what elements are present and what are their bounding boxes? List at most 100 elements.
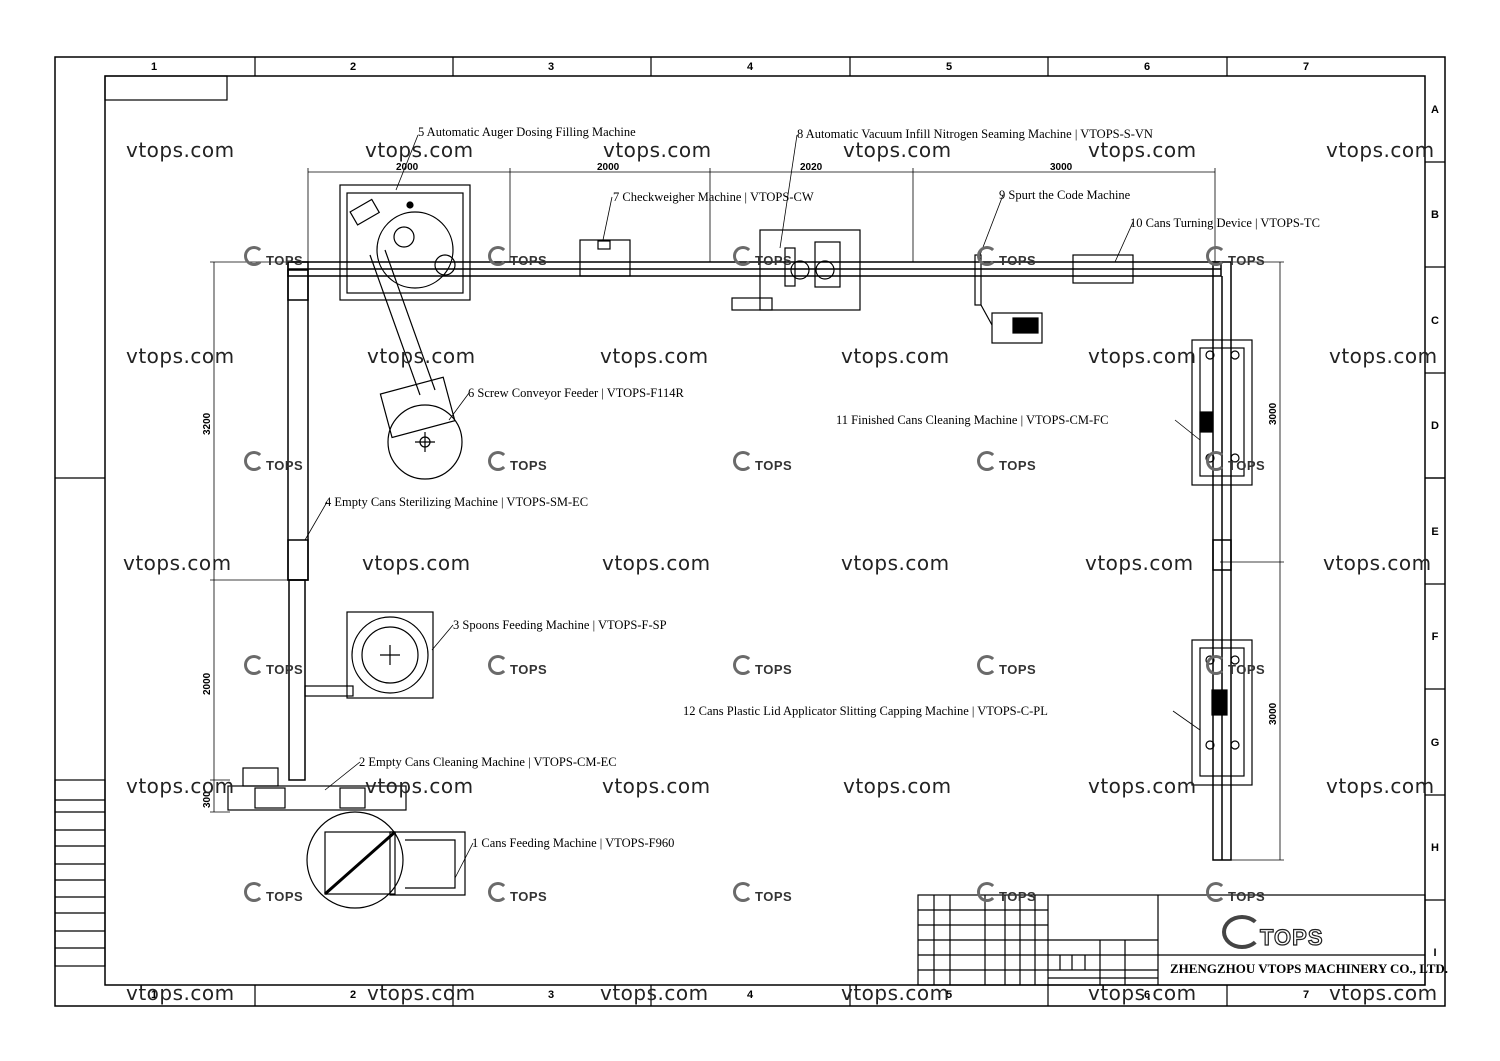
vtops-logo-icon (1206, 451, 1226, 471)
vtops-logo-icon (733, 882, 753, 902)
watermark-text: vtops.com (600, 981, 709, 1005)
vtops-logo-text: TOPS (510, 253, 548, 268)
dim-right: 3000 (1268, 402, 1279, 425)
watermark-text: vtops.com (600, 344, 709, 368)
vtops-logo-icon (977, 882, 997, 902)
vtops-logo-icon (733, 451, 753, 471)
vtops-logo-text: TOPS (1228, 253, 1266, 268)
watermark-text: vtops.com (843, 138, 952, 162)
vtops-logo-text: TOPS (999, 662, 1037, 677)
row-label: B (1431, 209, 1439, 221)
row-label: A (1431, 104, 1439, 116)
col-label: 7 (1302, 61, 1310, 73)
row-label: C (1431, 315, 1439, 327)
watermark-text: vtops.com (841, 981, 950, 1005)
dim-top: 3000 (1050, 162, 1073, 173)
leader-lines (304, 134, 1201, 879)
col-label: 1 (150, 61, 158, 73)
logo-ring-icon (1222, 915, 1262, 949)
vtops-logo-icon (244, 451, 264, 471)
col-label: 3 (547, 989, 555, 1001)
vtops-logo-icon (244, 246, 264, 266)
vtops-logo-text: TOPS (510, 662, 548, 677)
left-strip (54, 779, 106, 967)
watermark-text: vtops.com (841, 551, 950, 575)
watermark-text: vtops.com (126, 981, 235, 1005)
watermark-text: vtops.com (126, 138, 235, 162)
watermark-text: vtops.com (367, 981, 476, 1005)
row-label: H (1431, 842, 1439, 854)
watermark-text: vtops.com (1088, 138, 1197, 162)
seamer (731, 229, 861, 311)
col-label: 6 (1143, 989, 1151, 1001)
col-label: 2 (349, 989, 357, 1001)
row-label: D (1431, 420, 1439, 432)
vtops-logo-icon (977, 451, 997, 471)
auger-filler (339, 184, 471, 396)
label-screw-conveyor: 6 Screw Conveyor Feeder | VTOPS-F114R (468, 386, 684, 400)
vtops-logo-text: TOPS (510, 889, 548, 904)
spoons-feeder (304, 611, 434, 699)
vtops-logo-icon (977, 246, 997, 266)
vtops-logo-text: TOPS (266, 253, 304, 268)
dim-left: 2000 (202, 672, 213, 695)
watermark-text: vtops.com (843, 774, 952, 798)
label-sterilizer: 4 Empty Cans Sterilizing Machine | VTOPS… (325, 495, 589, 509)
row-label: E (1431, 526, 1439, 538)
col-label: 2 (349, 61, 357, 73)
dim-top: 2000 (597, 162, 620, 173)
label-finished-cans-cleaner: 11 Finished Cans Cleaning Machine | VTOP… (836, 413, 1109, 427)
vtops-logo-text: TOPS (1228, 662, 1266, 677)
dim-top: 2020 (800, 162, 823, 173)
watermark-text: vtops.com (365, 774, 474, 798)
row-label: F (1431, 631, 1439, 643)
label-can-turning: 10 Cans Turning Device | VTOPS-TC (1130, 216, 1320, 230)
dim-left: 3200 (202, 412, 213, 435)
label-seamer: 8 Automatic Vacuum Infill Nitrogen Seami… (797, 127, 1153, 141)
vtops-logo-icon (488, 246, 508, 266)
outer-frame (54, 56, 1446, 1007)
inner-frame (104, 75, 1426, 986)
watermark-text: vtops.com (602, 774, 711, 798)
watermark-text: vtops.com (365, 138, 474, 162)
watermark-text: vtops.com (1085, 551, 1194, 575)
vtops-logo-text: TOPS (755, 253, 793, 268)
row-ticks (55, 161, 1445, 901)
vtops-logo-icon (733, 655, 753, 675)
watermark-text: vtops.com (126, 774, 235, 798)
label-coding-machine: 9 Spurt the Code Machine (999, 188, 1131, 202)
checkweigher (579, 239, 631, 277)
dim-top: 2000 (396, 162, 419, 173)
watermark-text: vtops.com (126, 344, 235, 368)
vtops-logo-text: TOPS (1228, 889, 1266, 904)
label-auger-filler: 5 Automatic Auger Dosing Filling Machine (418, 125, 636, 139)
can-turning-device (1072, 254, 1134, 284)
watermark-text: vtops.com (1088, 344, 1197, 368)
vtops-logo-icon (244, 655, 264, 675)
watermark-text: vtops.com (1329, 344, 1438, 368)
label-checkweigher: 7 Checkweigher Machine | VTOPS-CW (613, 190, 814, 204)
vtops-logo-text: TOPS (510, 458, 548, 473)
dimension-lines (210, 168, 1284, 861)
watermark-text: vtops.com (367, 344, 476, 368)
col-label: 3 (547, 61, 555, 73)
vtops-logo-text: TOPS (755, 458, 793, 473)
vtops-logo-text: TOPS (999, 889, 1037, 904)
capping-machine (1191, 639, 1253, 786)
company-name: ZHENGZHOU VTOPS MACHINERY CO., LTD. (1170, 961, 1449, 976)
vtops-logo-text: TOPS (1228, 458, 1266, 473)
vtops-logo-icon (244, 882, 264, 902)
watermark-text: vtops.com (841, 344, 950, 368)
watermark-text: vtops.com (362, 551, 471, 575)
vtops-logo-icon (488, 882, 508, 902)
vtops-logo-text: TOPS (999, 458, 1037, 473)
col-label: 5 (945, 989, 953, 1001)
label-empty-cans-cleaner: 2 Empty Cans Cleaning Machine | VTOPS-CM… (359, 755, 617, 769)
col-label: 7 (1302, 989, 1310, 1001)
vtops-logo-text: TOPS (999, 253, 1037, 268)
logo-text: TOPS (1259, 924, 1324, 950)
row-label: G (1430, 737, 1440, 749)
empty-cans-cleaner (227, 767, 407, 811)
watermark-text: vtops.com (123, 551, 232, 575)
vtops-logo-text: TOPS (266, 889, 304, 904)
